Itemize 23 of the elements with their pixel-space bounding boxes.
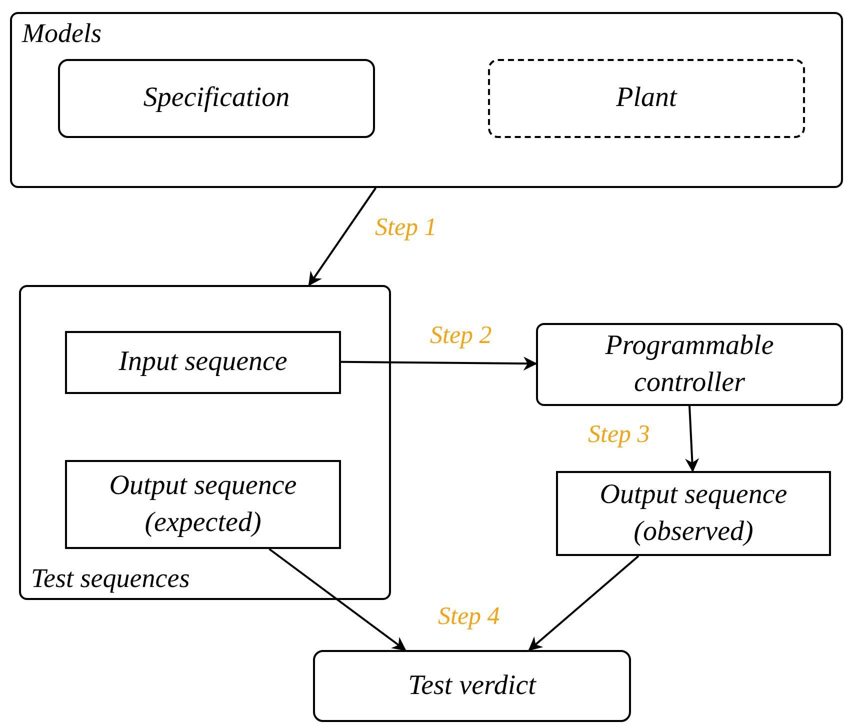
group-frame [19, 285, 391, 600]
process-box [65, 460, 341, 549]
arrow [341, 356, 538, 371]
arrow [308, 187, 377, 286]
group-title: Models [22, 18, 102, 49]
box-label: Test verdict [407, 668, 538, 703]
process-box [58, 59, 375, 138]
box-label: Specification [142, 81, 291, 116]
group-frame [10, 12, 843, 188]
box-label: Programmable controller [604, 329, 775, 400]
process-box [488, 59, 805, 138]
box-label: Output sequence (expected) [108, 469, 298, 540]
box-label: Plant [615, 81, 678, 116]
arrow [268, 548, 406, 651]
arrow [685, 406, 700, 472]
group-title: Test sequences [31, 563, 190, 594]
process-box [313, 650, 631, 722]
process-box [536, 323, 843, 406]
arrow [528, 555, 640, 651]
box-label: Input sequence [118, 345, 288, 380]
box-label: Output sequence (observed) [598, 478, 788, 548]
process-box [65, 331, 341, 394]
process-box [556, 471, 831, 556]
